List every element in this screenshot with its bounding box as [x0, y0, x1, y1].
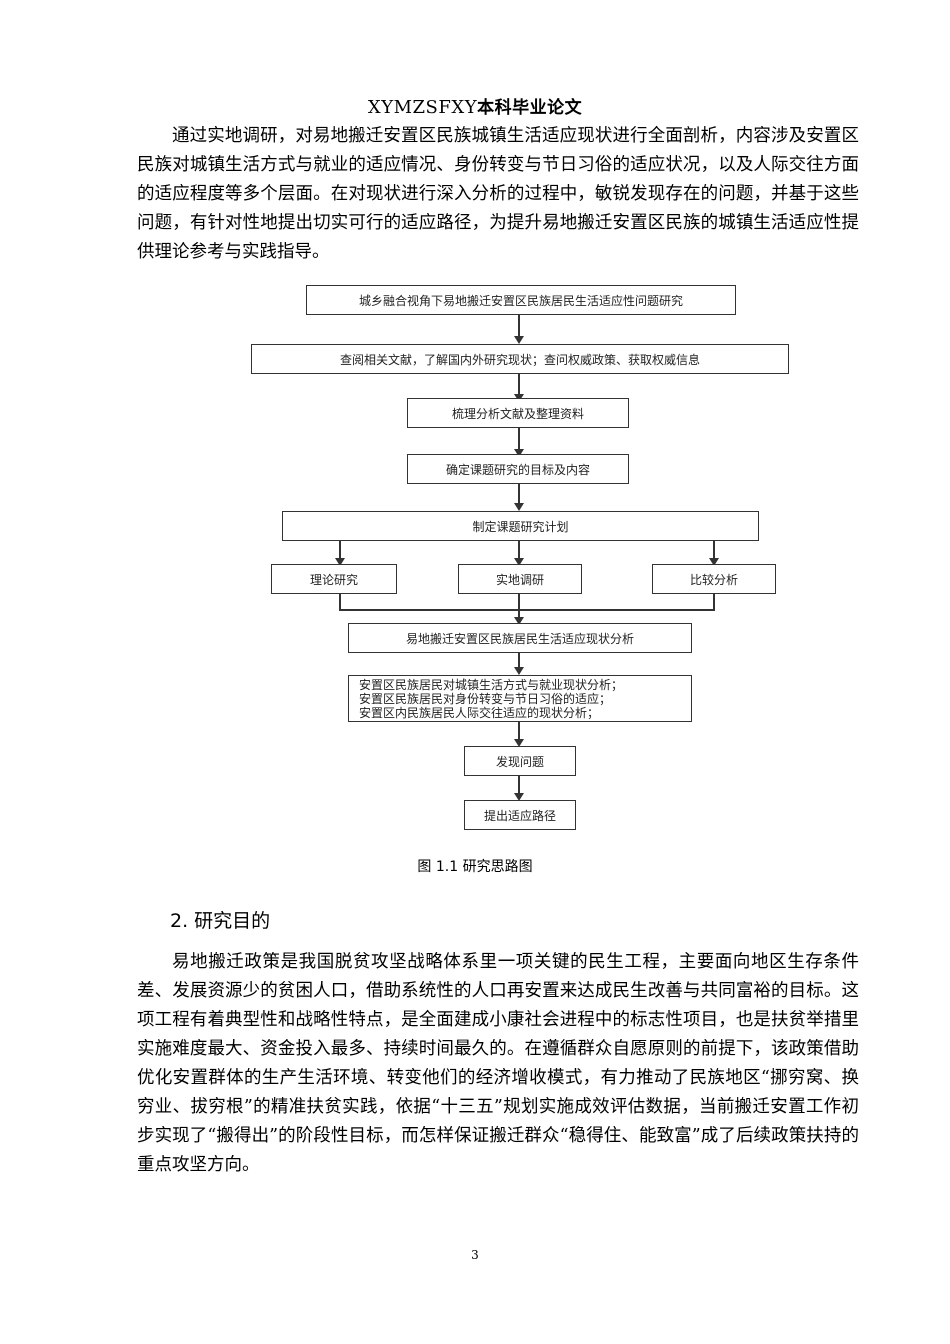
flow-connector	[518, 594, 520, 610]
flow-step-literature: 查阅相关文献，了解国内外研究现状；查问权威政策、获取权威信息	[251, 344, 789, 374]
flow-connector	[518, 428, 520, 452]
flow-detail-line: 安置区民族居民对城镇生活方式与就业现状分析；	[359, 677, 624, 692]
flow-step-current-analysis: 易地搬迁安置区民族居民生活适应现状分析	[348, 623, 692, 653]
intro-paragraph: 通过实地调研，对易地搬迁安置区民族城镇生活适应现状进行全面剖析，内容涉及安置区民…	[137, 126, 859, 262]
flow-step-find-problems: 发现问题	[464, 746, 576, 776]
flow-connector	[339, 594, 341, 610]
flow-step-detail-analysis: 安置区民族居民对城镇生活方式与就业现状分析； 安置区民族居民对身份转变与节日习俗…	[348, 675, 692, 722]
flow-arrow	[514, 617, 524, 625]
flow-arrow	[335, 558, 345, 566]
header-chinese: 本科毕业论文	[477, 98, 583, 118]
flow-connector	[518, 609, 520, 619]
section-heading: 2. 研究目的	[170, 910, 271, 932]
flow-title-box: 城乡融合视角下易地搬迁安置区民族居民生活适应性问题研究	[306, 285, 736, 315]
flow-arrow	[514, 558, 524, 566]
flow-arrow	[514, 503, 524, 511]
flow-arrow	[514, 739, 524, 747]
flow-detail-line: 安置区内民族居民人际交往适应的现状分析；	[359, 705, 600, 720]
flow-arrow	[514, 667, 524, 675]
flow-connector	[518, 722, 520, 742]
flow-connector	[518, 484, 520, 506]
figure-caption: 图 1.1 研究思路图	[417, 859, 533, 875]
flow-connector	[518, 315, 520, 337]
flow-arrow	[514, 793, 524, 801]
flow-detail-line: 安置区民族居民对身份转变与节日习俗的适应；	[359, 691, 612, 706]
flow-connector	[713, 594, 715, 610]
flow-connector	[518, 653, 520, 669]
flow-step-propose-paths: 提出适应路径	[464, 800, 576, 830]
flow-method-fieldwork: 实地调研	[458, 564, 582, 594]
flow-connector	[713, 541, 715, 561]
flow-arrow	[709, 558, 719, 566]
header-latin: XYMZSFXY	[367, 97, 478, 118]
page-number: 3	[471, 1248, 479, 1262]
flow-step-plan: 制定课题研究计划	[282, 511, 759, 541]
flow-step-organize: 梳理分析文献及整理资料	[407, 398, 629, 428]
page-header: XYMZSFXY本科毕业论文	[0, 93, 950, 118]
flow-connector	[518, 374, 520, 396]
flow-merge-line	[339, 609, 715, 611]
flow-method-theory: 理论研究	[271, 564, 397, 594]
flow-connector	[339, 541, 341, 561]
flow-arrow	[514, 336, 524, 344]
flow-method-comparison: 比较分析	[652, 564, 776, 594]
flow-step-objectives: 确定课题研究的目标及内容	[407, 454, 629, 484]
flow-connector	[518, 776, 520, 796]
research-flowchart: 城乡融合视角下易地搬迁安置区民族居民生活适应性问题研究 查阅相关文献，了解国内外…	[0, 280, 950, 840]
purpose-paragraph: 易地搬迁政策是我国脱贫攻坚战略体系里一项关键的民生工程，主要面向地区生存条件差、…	[137, 952, 859, 1175]
flow-connector	[518, 541, 520, 561]
flow-arrow	[514, 449, 524, 457]
